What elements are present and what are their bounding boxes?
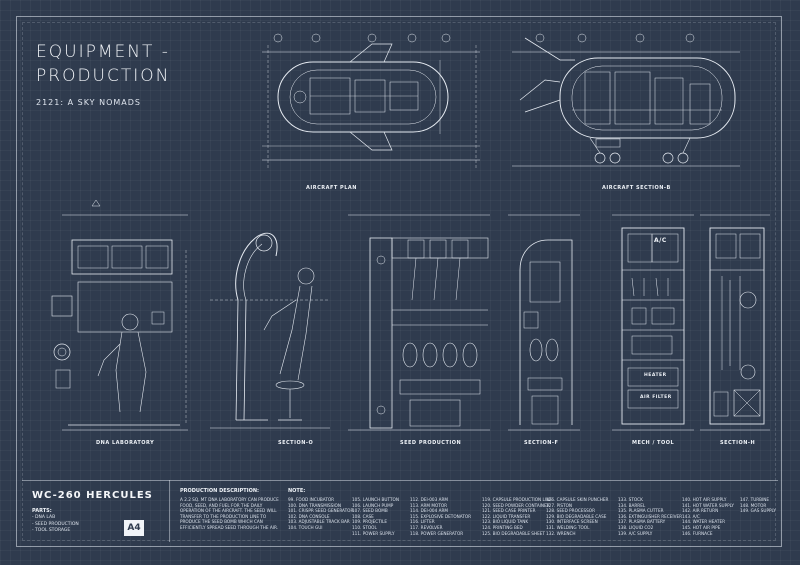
note-item: 102. DNA CONSOLE <box>288 513 330 519</box>
section-h-drawing <box>700 214 770 431</box>
note-item: 129. BIO DEGRADABLE CASE <box>546 513 607 519</box>
note-item: 106. LAUNCH PUMP <box>352 502 394 508</box>
note-item: 119. CAPSULE PRODUCTION LINE <box>482 497 552 502</box>
title-block <box>22 480 778 543</box>
note-item: 143. A/C <box>682 513 700 519</box>
note-item: 140. HOT AIR SUPPLY <box>682 497 727 502</box>
note-item: 112. DEI-003 ARM <box>410 497 448 502</box>
note-item: 111. POWER SUPPLY <box>352 530 395 536</box>
note-item: 103. ADJUSTABLE TRACK BAR <box>288 519 350 525</box>
note-item: 127. PISTON <box>546 502 573 508</box>
panel-label-air-filter: AIR FILTER <box>640 395 672 400</box>
caption-aircraft-section-b: AIRCRAFT SECTION-B <box>602 185 671 191</box>
note-item: 133. STOCK <box>618 497 643 502</box>
note-item: 109. PROJECTILE <box>352 519 387 525</box>
caption-section-o: SECTION-O <box>278 440 314 446</box>
sheet-size-badge: A4 <box>124 520 144 536</box>
note-item: 117. REVOLVER <box>410 524 443 530</box>
note-item: 125. BIO DEGRADABLE SHEET <box>482 530 545 536</box>
parts-item: - SEED PRODUCTION <box>32 521 79 527</box>
caption-section-f: SECTION-F <box>524 440 559 446</box>
aircraft-plan-drawing <box>262 33 480 170</box>
note-item: 141. HOT WATER SUPPLY <box>682 502 734 508</box>
caption-dna-laboratory: DNA LABORATORY <box>96 440 155 446</box>
note-item: 107. SEED BOMB <box>352 508 388 514</box>
caption-seed-production: SEED PRODUCTION <box>400 440 462 446</box>
aircraft-section-b-drawing <box>512 33 740 167</box>
note-item: 137. PLASMA BATTERY <box>618 519 666 525</box>
description-heading: PRODUCTION DESCRIPTION: <box>180 488 260 494</box>
note-item: 138. LIQUID CO2 <box>618 524 654 530</box>
note-item: 146. FURNACE <box>682 530 713 536</box>
note-item: 132. WRENCH <box>546 530 576 536</box>
project-name: WC-260 HERCULES <box>32 490 153 501</box>
note-item: 99. FOOD INCUBATOR <box>288 497 335 502</box>
note-item: 147. TURBINE <box>740 497 770 502</box>
note-item: 134. BARREL <box>618 502 646 508</box>
note-heading: NOTE: <box>288 488 306 494</box>
panel-label-ac: A/C <box>654 237 667 244</box>
note-item: 100. DNA TRANSMISSION <box>288 502 341 508</box>
note-item: 101. CRISPR SEED GENERATOR <box>288 508 354 514</box>
project-box: WC-260 HERCULES PARTS: - DNA LAB - SEED … <box>22 480 170 542</box>
note-item: 108. CASE <box>352 513 374 519</box>
note-item: 118. POWER GENERATOR <box>410 530 464 536</box>
dna-laboratory-drawing <box>51 199 188 431</box>
parts-item: - DNA LAB <box>32 515 56 520</box>
note-item: 123. BIO LIQUID TANK <box>482 519 529 525</box>
note-item: 104. TOUCH GUI <box>288 524 323 530</box>
note-item: 135. PLASMA CUTTER <box>618 508 664 514</box>
parts-item: - TOOL STORAGE <box>32 528 71 533</box>
note-item: 149. GAS SUPPLY <box>740 508 776 514</box>
section-o-drawing <box>210 232 330 429</box>
title-line-2: PRODUCTION <box>36 66 171 86</box>
note-item: 122. LIQUID TRANSFER <box>482 513 531 519</box>
parts-list: - DNA LAB - SEED PRODUCTION - TOOL STORA… <box>32 515 79 535</box>
page-title: EQUIPMENT - PRODUCTION <box>36 40 170 88</box>
caption-aircraft-plan: AIRCRAFT PLAN <box>306 185 357 191</box>
note-item: 121. SEED CASE PRINTER <box>482 508 536 514</box>
note-item: 130. INTERFACE SCREEN <box>546 519 598 525</box>
note-item: 126. CAPSULE SKIN PUNCHER <box>546 497 609 502</box>
note-item: 115. EXPLOSIVE DETONATOR <box>410 513 472 519</box>
note-item: 120. SEED POWDER CONTAINER <box>482 502 550 508</box>
note-item: 114. DEI-004 ARM <box>410 508 448 514</box>
note-item: 142. AIR RETURN <box>682 508 719 514</box>
title-line-1: EQUIPMENT - <box>36 42 170 62</box>
section-f-drawing <box>508 214 580 431</box>
note-item: 110. STOOL <box>352 524 377 530</box>
inner-frame <box>22 22 776 541</box>
note-item: 136. EXTINGUISHER RECEIVER <box>618 513 683 519</box>
parts-heading: PARTS: <box>32 508 52 514</box>
caption-mech-tool: MECH / TOOL <box>632 440 675 446</box>
page-subtitle: 2121: A SKY NOMADS <box>36 98 141 107</box>
description-text: A 2.2 SQ. MT DNA LABORATORY CAN PRODUCE … <box>180 497 279 530</box>
caption-section-h: SECTION-H <box>720 440 756 446</box>
note-item: 131. WELDING TOOL <box>546 524 590 530</box>
note-item: 128. SEED PROCESSOR <box>546 508 595 514</box>
outer-frame <box>16 16 782 547</box>
panel-label-heater: HEATER <box>644 373 667 378</box>
note-item: 148. MOTOR <box>740 502 767 508</box>
note-item: 145. HOT AIR PIPE <box>682 524 721 530</box>
note-item: 124. PRINTING BED <box>482 524 523 530</box>
mech-tool-drawing <box>612 214 694 431</box>
note-item: 139. A/C SUPPLY <box>618 530 653 536</box>
note-item: 105. LAUNCH BUTTON <box>352 497 399 502</box>
note-item: 116. LIFTER <box>410 519 435 525</box>
note-item: 113. ARM MOTOR <box>410 502 448 508</box>
note-item: 144. WATER HEATER <box>682 519 725 525</box>
seed-production-drawing <box>348 214 490 431</box>
